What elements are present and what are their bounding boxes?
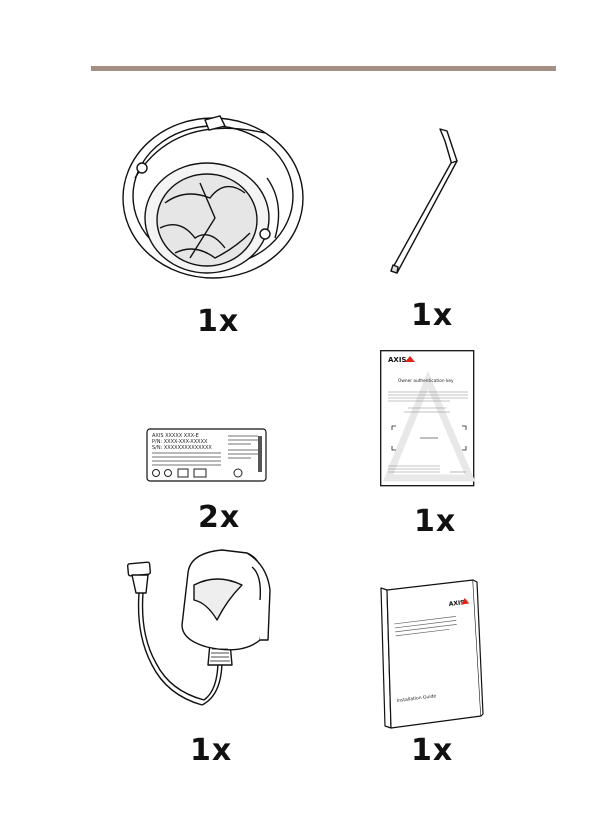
label-line-3: S/N: XXXXXXXXXXXXXX bbox=[152, 445, 212, 451]
power-adapter-illustration bbox=[122, 545, 292, 710]
allen-key-illustration bbox=[385, 125, 460, 275]
installation-guide-quantity: 1x bbox=[411, 733, 453, 768]
owner-authentication-key-illustration: AXIS Owner authentication key bbox=[380, 350, 475, 487]
power-adapter-quantity: 1x bbox=[190, 733, 232, 768]
auth-key-brand: AXIS bbox=[388, 356, 406, 364]
dome-camera-quantity: 1x bbox=[197, 304, 239, 339]
allen-key-quantity: 1x bbox=[411, 298, 453, 333]
owner-authentication-key-quantity: 1x bbox=[414, 504, 456, 539]
serial-labels-illustration: AXIS XXXXX XXX-E P/N: XXXX-XXX-XXXXX S/N… bbox=[146, 428, 267, 482]
installation-guide-illustration: AXIS Installation Guide bbox=[377, 578, 485, 730]
header-rule bbox=[91, 66, 556, 71]
auth-key-title: Owner authentication key bbox=[398, 378, 454, 384]
dome-camera-illustration bbox=[115, 108, 310, 298]
serial-labels-quantity: 2x bbox=[198, 500, 240, 535]
